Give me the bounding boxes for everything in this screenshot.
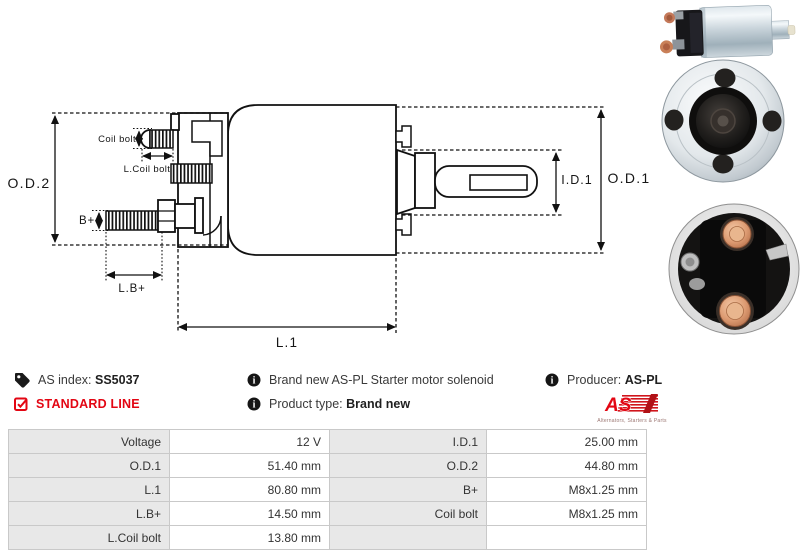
table-row: L.1 80.80 mm B+ M8x1.25 mm xyxy=(8,477,647,502)
spec-label-cell xyxy=(329,525,487,550)
table-row: L.Coil bolt 13.80 mm xyxy=(8,525,647,550)
photo-solenoid-front-flange xyxy=(661,59,785,183)
svg-text:i: i xyxy=(551,375,554,386)
producer-value: AS-PL xyxy=(624,373,663,387)
tag-icon xyxy=(15,373,30,388)
spec-value-cell xyxy=(486,525,647,550)
info-icon: i xyxy=(247,397,261,411)
product-type-value: Brand new xyxy=(346,397,411,411)
spec-label-cell: O.D.2 xyxy=(329,453,487,478)
as-pl-logo-tagline: Alternators, Starters & Parts xyxy=(597,418,667,424)
dim-label-od1: O.D.1 xyxy=(607,170,650,186)
standard-line-row: STANDARD LINE xyxy=(14,392,140,416)
spec-label-cell: L.Coil bolt xyxy=(8,525,170,550)
as-index-text: AS index: SS5037 xyxy=(38,373,139,387)
spec-value-cell: 25.00 mm xyxy=(486,429,647,454)
spec-value-cell: 80.80 mm xyxy=(169,477,330,502)
photo-solenoid-rear-terminals xyxy=(668,203,800,335)
svg-text:i: i xyxy=(253,399,256,410)
info-col-middle: i Brand new AS-PL Starter motor solenoid… xyxy=(247,368,494,416)
dimension-boundary-lines xyxy=(52,106,604,333)
producer-row: i Producer: AS-PL xyxy=(545,368,667,392)
as-index-label: AS index: xyxy=(38,373,92,387)
as-index-row: AS index: SS5037 xyxy=(14,368,140,392)
b-plus-terminal xyxy=(105,197,222,247)
mount-tab-top xyxy=(395,125,412,148)
dim-label-od2: O.D.2 xyxy=(7,175,50,191)
product-type-row: i Product type: Brand new xyxy=(247,392,494,416)
technical-drawing: O.D.2 Coil bolt L.Coil bolt B+ L.B+ L.1 … xyxy=(7,104,650,350)
solenoid-outline xyxy=(105,104,538,256)
info-icon: i xyxy=(247,373,261,387)
product-type-text: Product type: Brand new xyxy=(269,397,410,411)
as-pl-logo-text: AS xyxy=(604,395,632,415)
dim-label-l1: L.1 xyxy=(276,335,298,350)
producer-text: Producer: AS-PL xyxy=(567,373,662,387)
dim-label-id1: I.D.1 xyxy=(561,173,592,187)
spec-value-cell: 44.80 mm xyxy=(486,453,647,478)
table-row: O.D.1 51.40 mm O.D.2 44.80 mm xyxy=(8,453,647,478)
description-text: Brand new AS-PL Starter motor solenoid xyxy=(269,373,494,387)
spec-label-cell: O.D.1 xyxy=(8,453,170,478)
as-index-value: SS5037 xyxy=(95,373,140,387)
spec-value-cell: 12 V xyxy=(169,429,330,454)
table-row: Voltage 12 V I.D.1 25.00 mm xyxy=(8,429,647,454)
dim-label-l-coil-bolt: L.Coil bolt xyxy=(124,164,171,175)
spec-label-cell: I.D.1 xyxy=(329,429,487,454)
coil-collar-threads xyxy=(170,163,213,184)
as-pl-logo: AS Alternators, Starters & Parts xyxy=(597,393,667,424)
photo-solenoid-perspective xyxy=(659,5,796,58)
producer-label: Producer: xyxy=(567,373,622,387)
plunger-shaft xyxy=(396,148,538,216)
spec-label-cell: L.B+ xyxy=(8,501,170,526)
dimension-arrows xyxy=(51,109,605,331)
spec-value-cell: M8x1.25 mm xyxy=(486,501,647,526)
spec-label-cell: B+ xyxy=(329,477,487,502)
coil-bolt xyxy=(140,129,174,149)
dim-label-coil-bolt: Coil bolt xyxy=(98,134,136,145)
table-row: L.B+ 14.50 mm Coil bolt M8x1.25 mm xyxy=(8,501,647,526)
spec-label-cell: L.1 xyxy=(8,477,170,502)
mount-tab-bottom xyxy=(395,213,412,236)
spec-value-cell: 13.80 mm xyxy=(169,525,330,550)
spec-label-cell: Voltage xyxy=(8,429,170,454)
description-row: i Brand new AS-PL Starter motor solenoid xyxy=(247,368,494,392)
info-icon: i xyxy=(545,373,559,387)
spec-label-cell: Coil bolt xyxy=(329,501,487,526)
solenoid-body xyxy=(227,104,397,256)
product-type-label: Product type: xyxy=(269,397,343,411)
info-col-left: AS index: SS5037 STANDARD LINE xyxy=(14,368,140,416)
info-col-right: i Producer: AS-PL AS A xyxy=(545,368,667,424)
standard-line-label: STANDARD LINE xyxy=(36,397,140,411)
spec-value-cell: M8x1.25 mm xyxy=(486,477,647,502)
spec-value-cell: 14.50 mm xyxy=(169,501,330,526)
as-pl-logo-icon: AS xyxy=(604,394,658,416)
spec-table: Voltage 12 V I.D.1 25.00 mm O.D.1 51.40 … xyxy=(8,429,647,550)
dim-label-l-b-plus: L.B+ xyxy=(118,283,145,295)
dim-label-b-plus: B+ xyxy=(79,215,95,227)
spec-value-cell: 51.40 mm xyxy=(169,453,330,478)
svg-text:i: i xyxy=(253,375,256,386)
product-info-bar: AS index: SS5037 STANDARD LINE i Brand n… xyxy=(0,368,800,426)
checkbox-checked-icon xyxy=(14,397,28,411)
